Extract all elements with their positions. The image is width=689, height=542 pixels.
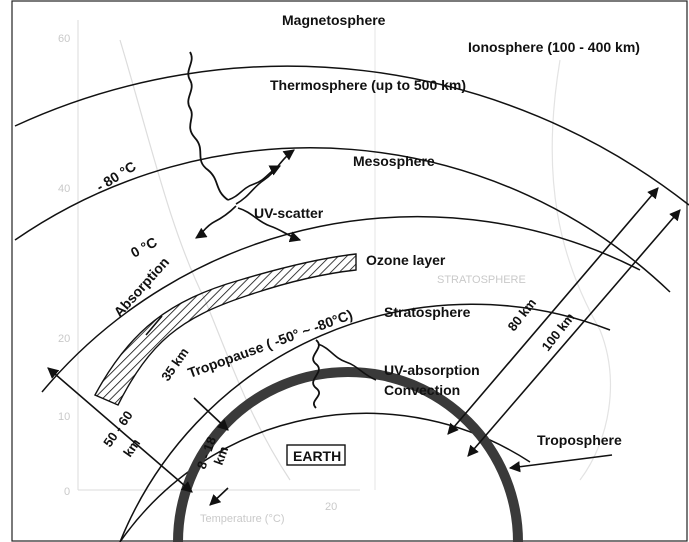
troposphere-label: Troposphere (537, 432, 622, 448)
stratosphere-label: Stratosphere (384, 304, 471, 320)
earth-label: EARTH (293, 448, 341, 464)
dim-8-18km-arrow-a (210, 488, 228, 505)
ghost-ytick-60: 60 (58, 33, 70, 45)
temp-minus80-label: - 80 °C (93, 158, 139, 195)
uv-absorption-label: UV-absorption (384, 362, 480, 378)
absorption-wave (196, 206, 236, 238)
ghost-ytick-0: 0 (64, 486, 70, 498)
ghost-xtick-20: 20 (325, 501, 337, 513)
ghost-ytick-10: 10 (58, 411, 70, 423)
dim-100km-arrow (468, 210, 680, 456)
convection-label: Convection (384, 382, 460, 398)
dim-80km-arrow (448, 188, 658, 434)
ionosphere-label: Ionosphere (100 - 400 km) (468, 39, 640, 55)
temp-zero-label: 0 °C (128, 234, 160, 261)
magnetosphere-label: Magnetosphere (282, 12, 386, 28)
ghost-temperature-label: Temperature (°C) (200, 513, 284, 525)
thermosphere-label: Thermosphere (up to 500 km) (270, 77, 466, 93)
uv-scatter-wave-1 (228, 166, 280, 200)
mesosphere-label: Mesosphere (353, 153, 435, 169)
dim-100km-label: 100 km (539, 310, 578, 354)
ghost-ytick-40: 40 (58, 183, 70, 195)
dim-35km-arrow (194, 398, 228, 430)
dim-50-60km-unit: km (120, 436, 143, 460)
dim-35km-label: 35 km (158, 345, 191, 384)
ozone-layer-label: Ozone layer (366, 252, 446, 268)
incoming-radiation-wave (188, 52, 228, 200)
ghost-ytick-20: 20 (58, 333, 70, 345)
tropopause-boundary (120, 304, 610, 542)
uv-scatter-label: UV-scatter (254, 205, 324, 221)
ghost-stratosphere-caps: STRATOSPHERE (437, 274, 526, 286)
dim-80km-label: 80 km (505, 296, 540, 334)
troposphere-pointer (510, 455, 612, 468)
absorption-label: Absorption (110, 254, 172, 320)
